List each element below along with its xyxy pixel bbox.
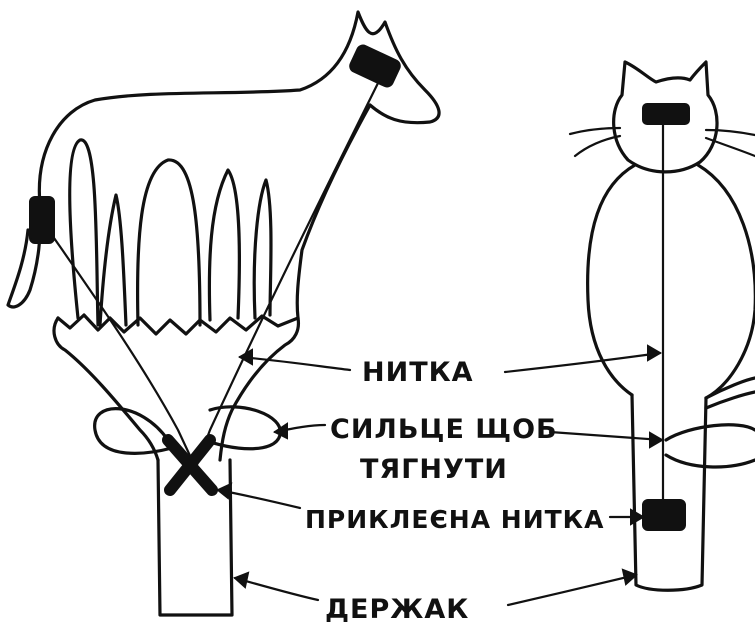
horse-thread-tail — [45, 225, 192, 460]
horse-pull-loop — [95, 407, 281, 454]
cat-head-tape — [643, 104, 689, 124]
label-holder: ДЕРЖАК — [325, 594, 469, 625]
label-pull-loop-1: СИЛЬЦЕ ЩОБ — [330, 414, 558, 445]
label-glued-thread: ПРИКЛЕЄНА НИТКА — [305, 505, 604, 534]
horse-head-tape — [348, 44, 402, 89]
label-pull-loop-2: ТЯГНУТИ — [360, 454, 508, 485]
cat-body — [588, 165, 755, 398]
label-thread: НИТКА — [362, 357, 474, 388]
cat-holder — [632, 395, 706, 590]
cat-tail — [706, 378, 755, 408]
horse-stand-cone — [54, 318, 298, 460]
cat-glued-tape — [643, 500, 685, 530]
cat-pull-loop — [666, 425, 755, 467]
horse-legs — [70, 140, 271, 325]
horse-tail-tape — [30, 197, 54, 243]
horse-glued-cross — [168, 440, 212, 490]
